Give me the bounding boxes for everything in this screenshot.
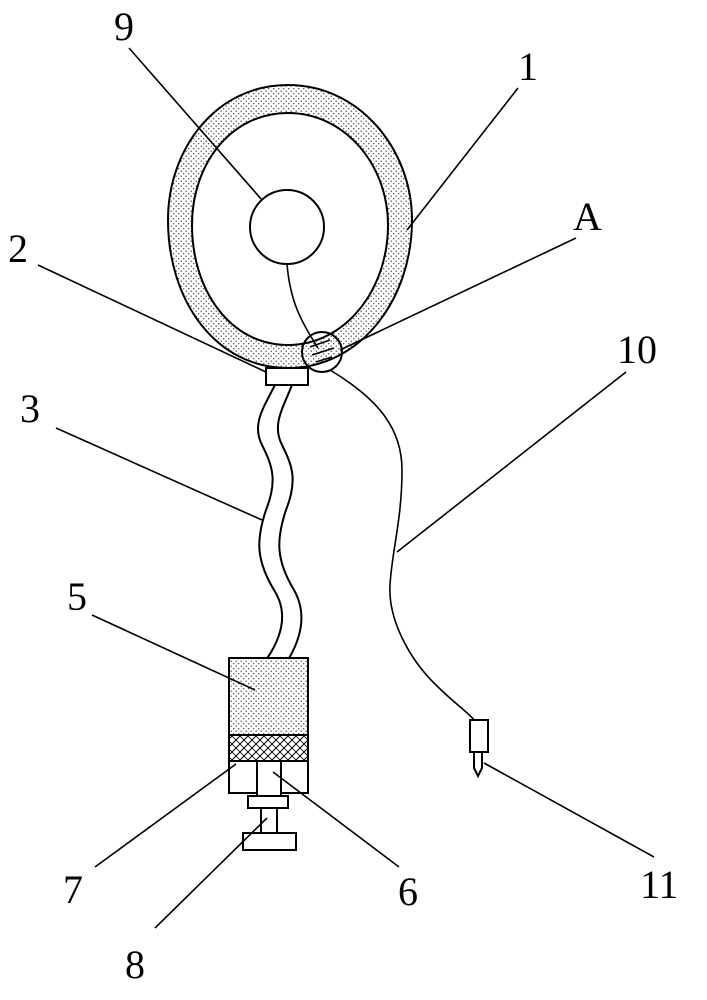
label-a: A: [573, 194, 602, 239]
ring-connector: [265, 367, 309, 386]
plug-body: [469, 719, 489, 753]
plug-tip: [473, 752, 483, 779]
cable: [329, 369, 477, 723]
label-2: 2: [8, 226, 28, 271]
detail-circle-a: [301, 331, 343, 373]
label-9: 9: [114, 4, 134, 49]
label-1: 1: [518, 44, 538, 89]
cylinder-body: [228, 657, 309, 736]
knob-base: [242, 832, 297, 851]
label-7: 7: [63, 867, 83, 912]
label-8: 8: [125, 942, 145, 987]
label-6: 6: [398, 869, 418, 914]
inner-wire: [286, 263, 319, 349]
label-10: 10: [617, 327, 657, 372]
label-5: 5: [67, 574, 87, 619]
center-disk: [249, 189, 325, 265]
label-11: 11: [640, 862, 679, 907]
leader-lines: [37, 47, 655, 929]
hose: [257, 384, 303, 661]
label-3: 3: [20, 386, 40, 431]
knob-neck: [247, 795, 289, 809]
hatched-band: [228, 734, 309, 762]
